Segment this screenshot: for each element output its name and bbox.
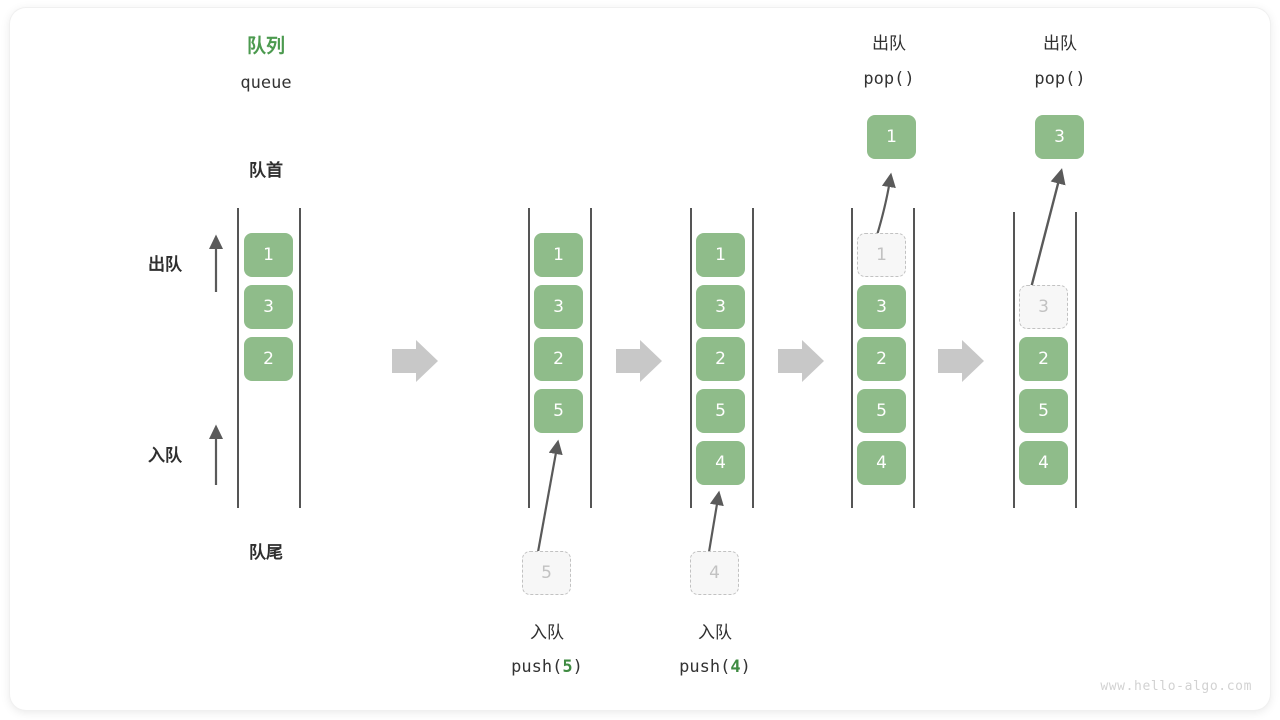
step-arrow-2 xyxy=(616,340,662,382)
queue-item: 3 xyxy=(244,285,293,329)
rail-right xyxy=(299,208,301,508)
rail-left xyxy=(237,208,239,508)
panel-caption-cn: 入队 xyxy=(530,623,564,643)
panel-header-code: pop() xyxy=(863,69,915,89)
queue-item-new: 5 xyxy=(534,389,583,433)
front-label: 队首 xyxy=(249,161,283,181)
incoming-ghost-box: 4 xyxy=(690,551,739,595)
popped-value-box: 3 xyxy=(1035,115,1084,159)
step-arrow-3 xyxy=(778,340,824,382)
queue-item: 1 xyxy=(534,233,583,277)
pop-3-arrow xyxy=(1028,168,1066,293)
push-4-arrow xyxy=(707,490,724,553)
code-prefix: push( xyxy=(511,657,563,677)
panel-header-code: pop() xyxy=(1034,69,1086,89)
queue-item: 2 xyxy=(534,337,583,381)
queue-item: 5 xyxy=(696,389,745,433)
code-prefix: push( xyxy=(679,657,731,677)
panel-caption-cn: 入队 xyxy=(698,623,732,643)
panel-caption-code: push(4) xyxy=(679,656,751,678)
rail-right xyxy=(590,208,592,508)
queue-item: 2 xyxy=(696,337,745,381)
rail-left xyxy=(690,208,692,508)
code-arg: 5 xyxy=(562,657,573,677)
queue-item: 5 xyxy=(857,389,906,433)
code-arg: 4 xyxy=(730,657,741,677)
queue-item: 2 xyxy=(1019,337,1068,381)
enqueue-side-label: 入队 xyxy=(148,445,182,466)
page-title: 队列 xyxy=(246,35,286,57)
page-subtitle: queue xyxy=(240,73,292,93)
rear-label: 队尾 xyxy=(249,543,283,563)
dequeue-side-label: 出队 xyxy=(148,254,182,275)
queue-item-removed: 3 xyxy=(1019,285,1068,329)
queue-item: 3 xyxy=(857,285,906,329)
watermark: www.hello-algo.com xyxy=(1100,679,1252,694)
step-arrow-4 xyxy=(938,340,984,382)
queue-item: 4 xyxy=(1019,441,1068,485)
queue-item: 2 xyxy=(244,337,293,381)
queue-item: 5 xyxy=(1019,389,1068,433)
queue-item: 2 xyxy=(857,337,906,381)
queue-item: 3 xyxy=(696,285,745,329)
push-5-arrow xyxy=(536,439,563,553)
popped-value-box: 1 xyxy=(867,115,916,159)
rail-left xyxy=(528,208,530,508)
panel-caption-code: push(5) xyxy=(511,656,583,678)
queue-item: 1 xyxy=(244,233,293,277)
panel-header-cn: 出队 xyxy=(1043,34,1077,54)
rail-left xyxy=(851,208,853,508)
step-arrow-1 xyxy=(392,340,438,382)
code-suffix: ) xyxy=(740,657,751,677)
queue-item-new: 4 xyxy=(696,441,745,485)
incoming-ghost-box: 5 xyxy=(522,551,571,595)
panel-header-cn: 出队 xyxy=(872,34,906,54)
rail-right xyxy=(752,208,754,508)
queue-item-removed: 1 xyxy=(857,233,906,277)
queue-item: 1 xyxy=(696,233,745,277)
rail-right xyxy=(913,208,915,508)
code-suffix: ) xyxy=(572,657,583,677)
rail-left xyxy=(1013,212,1015,508)
queue-item: 3 xyxy=(534,285,583,329)
queue-item: 4 xyxy=(857,441,906,485)
rail-right xyxy=(1075,212,1077,508)
